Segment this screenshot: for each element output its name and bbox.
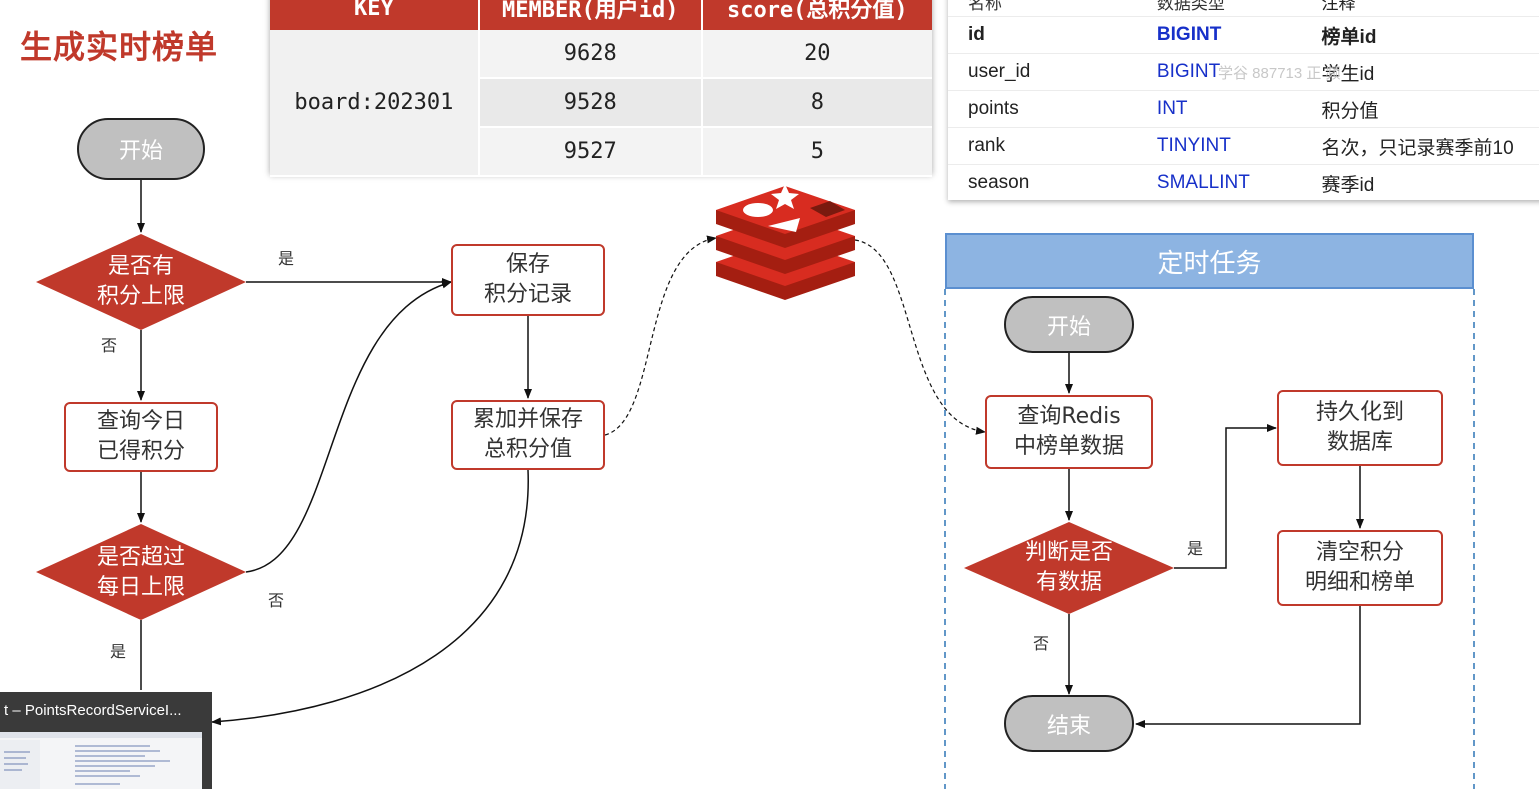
db-field-comment: 赛季id [1301,164,1539,200]
redis-zset-table: KEY MEMBER(用户id) score(总积分值) board:20230… [270,0,932,177]
redis-member-cell: 9527 [478,127,703,177]
dashed-arrow-to-redis [604,235,717,436]
decision1-line2: 积分上限 [96,284,185,309]
db-field-comment: 学生id [1301,53,1539,91]
watermark: 学谷 887713 正 频 [1218,65,1341,82]
db-header-name: 名称 [948,0,1137,17]
no-label: 否 [1033,634,1050,653]
task-start-node: 开始 [1004,296,1134,353]
yes-label: 是 [1187,539,1204,558]
db-field-name: user_id [948,53,1137,91]
task-end-node: 结束 [1004,695,1134,752]
db-field-type: BIGINT [1136,16,1302,54]
db-field-comment: 榜单id [1301,16,1539,54]
no-label: 否 [101,336,118,355]
db-field-name: points [948,90,1137,128]
query-today-node: 查询今日 已得积分 [64,402,218,472]
arrow-yes-to-persist [1174,424,1277,569]
decision2-label: 是否超过 每日上限 [60,543,222,603]
accumulate-line1: 累加并保存 [472,407,583,432]
arrow-clear-to-end [1135,606,1361,728]
db-field-comment: 名次，只记录赛季前10 [1301,127,1539,165]
db-field-name: season [948,164,1137,200]
start-node: 开始 [77,118,205,180]
task-decision-diamond [964,522,1174,614]
redis-score-cell: 5 [701,127,932,177]
query-redis-node: 查询Redis 中榜单数据 [985,395,1153,469]
scheduled-task-header: 定时任务 [945,233,1474,289]
yes-label: 是 [278,249,295,268]
db-field-comment: 积分值 [1301,90,1539,128]
db-field-name: id [948,16,1137,54]
window-thumbnail-preview [0,732,202,789]
dashed-arrow-redis-to-task [854,239,986,435]
redis-member-cell: 9628 [478,30,703,79]
db-field-name: rank [948,127,1137,165]
redis-header-member: MEMBER(用户id) [478,0,703,30]
arrow-no-to-save [245,280,452,573]
redis-key-cell: board:202301 [270,30,480,177]
redis-header-score: score(总积分值) [701,0,932,30]
code-preview-lines [0,732,202,789]
db-header-type: 数据类型 [1136,0,1302,17]
decision2-line1: 是否超过 [96,545,185,570]
task-decision-label: 判断是否 有数据 [990,538,1148,598]
persist-node: 持久化到 数据库 [1277,390,1443,466]
yes-label: 是 [110,642,127,661]
decision2-diamond [36,524,246,620]
db-schema-table: 名称 数据类型 注释 id BIGINT 榜单id user_id BIGINT… [948,0,1539,200]
task-decision-line1: 判断是否 [1024,540,1113,565]
clear-node: 清空积分 明细和榜单 [1277,530,1443,606]
save-record-line1: 保存 [505,252,550,277]
db-field-type: INT [1136,90,1302,128]
query-redis-line2: 中榜单数据 [1013,434,1124,459]
query-redis-line1: 查询Redis [1017,404,1121,429]
save-record-node: 保存 积分记录 [451,244,605,316]
persist-line1: 持久化到 [1315,400,1404,425]
db-field-type: BIGINT [1136,53,1302,91]
db-header-comment: 注释 [1301,0,1539,17]
redis-score-cell: 20 [701,30,932,79]
query-today-line1: 查询今日 [96,409,185,434]
save-record-line2: 积分记录 [483,282,572,307]
window-thumbnail-title: t – PointsRecordServiceI... [4,702,182,719]
db-field-type: TINYINT [1136,127,1302,165]
redis-header-key: KEY [270,0,480,30]
redis-member-cell: 9528 [478,78,703,128]
no-label: 否 [268,591,285,610]
accumulate-line2: 总积分值 [483,437,572,462]
decision1-label: 是否有 积分上限 [60,252,222,312]
arrow-accumulate-to-end [211,469,529,726]
clear-line2: 明细和榜单 [1304,570,1415,595]
decision1-line1: 是否有 [107,254,174,279]
decision2-line2: 每日上限 [96,575,185,600]
page-title: 生成实时榜单 [20,28,219,66]
redis-score-cell: 8 [701,78,932,128]
clear-line1: 清空积分 [1315,540,1404,565]
db-field-type: SMALLINT [1136,164,1302,200]
query-today-line2: 已得积分 [96,439,185,464]
accumulate-node: 累加并保存 总积分值 [451,400,605,470]
task-decision-line2: 有数据 [1035,570,1102,595]
persist-line2: 数据库 [1326,430,1393,455]
decision1-diamond [36,234,246,330]
redis-logo-icon [716,184,855,300]
